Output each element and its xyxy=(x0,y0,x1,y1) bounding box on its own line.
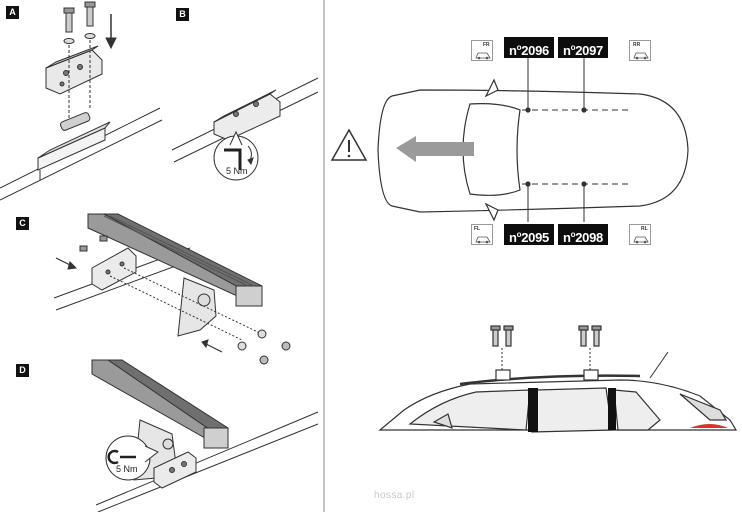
part-label-rear-right: no2097 xyxy=(558,37,608,58)
step-c-badge: C xyxy=(16,217,29,230)
part-label-front-right: no2096 xyxy=(504,37,554,58)
position-box-fl: FL xyxy=(471,224,493,245)
car-top-view xyxy=(377,58,689,222)
step-b-illustration xyxy=(171,77,319,181)
step-d-torque: 5 Nm xyxy=(116,464,138,474)
position-fl-text: FL xyxy=(474,226,481,232)
car-side-view xyxy=(378,325,738,433)
part-label-rear-left: no2098 xyxy=(558,224,608,245)
warning-triangle-icon xyxy=(330,128,368,161)
car-side-icon xyxy=(475,236,491,244)
tail-light xyxy=(690,424,728,428)
car-side-icon xyxy=(633,236,649,244)
position-fr-text: FR xyxy=(483,42,490,48)
step-a-badge: A xyxy=(6,6,19,19)
car-side-icon xyxy=(475,52,491,60)
step-b-badge: B xyxy=(176,8,189,21)
step-c-illustration xyxy=(53,213,291,365)
step-d-illustration xyxy=(91,359,319,512)
watermark: hossa.pl xyxy=(374,490,415,501)
part-label-front-left: no2095 xyxy=(504,224,554,245)
position-rl-text: RL xyxy=(641,226,648,232)
car-side-icon xyxy=(633,52,649,60)
direction-arrow xyxy=(396,136,474,162)
position-box-rl: RL xyxy=(629,224,651,245)
position-box-rr: RR xyxy=(629,40,651,61)
step-b-torque: 5 Nm xyxy=(226,166,248,176)
position-box-fr: FR xyxy=(471,40,493,61)
step-a-illustration xyxy=(0,1,163,201)
step-d-badge: D xyxy=(16,364,29,377)
position-rr-text: RR xyxy=(633,42,641,48)
